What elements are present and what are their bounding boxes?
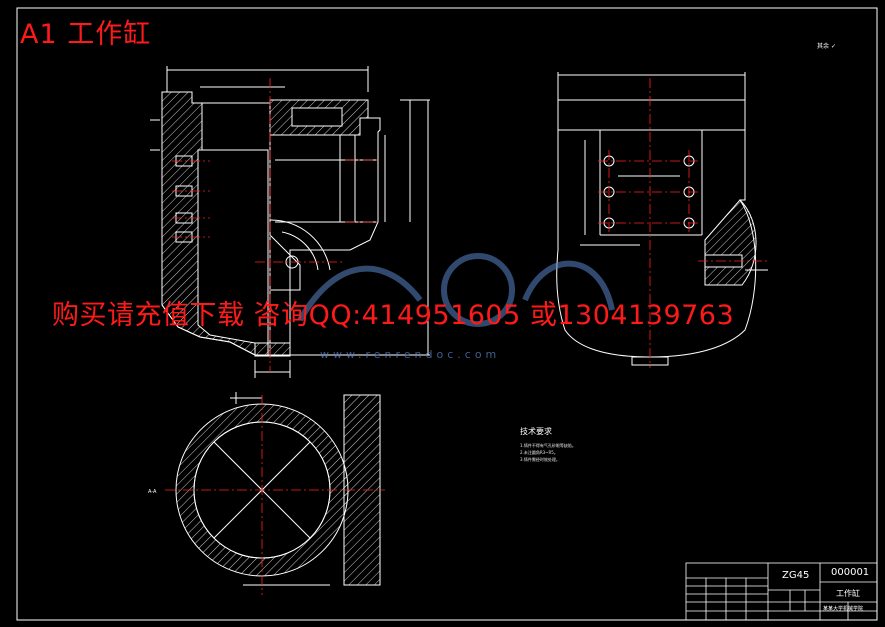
surface-roughness-note: 其余 ✓ [817,41,836,50]
roughness-check-icon: ✓ [830,43,836,50]
section-label: A-A [148,489,157,495]
watermark-site: www.renrendoc.com [320,348,500,361]
front-centerlines [172,78,378,372]
technical-notes: 技术要求 1.铸件不得有气孔砂眼等缺陷。 2.未注圆角R3~R5。 3.铸件需经… [520,426,576,463]
note-line: 2.未注圆角R3~R5。 [520,450,558,455]
top-centerlines [165,395,385,595]
material-cell: ZG45 [782,570,810,581]
watermark-text: 购买请充值下载 咨询QQ:414951605 或1304139763 [52,300,735,331]
drawing-number-cell: 000001 [831,567,870,578]
notes-heading: 技术要求 [520,427,552,436]
title-block [685,562,878,621]
watermark-logo [297,253,615,327]
note-line: 3.铸件需经时效处理。 [520,457,560,462]
page-title: A1 工作缸 [20,19,152,50]
surface-symbol-label: 其余 [817,43,830,50]
top-section-view [175,392,381,586]
school-cell: 某某大学机械学院 [823,606,864,612]
note-line: 1.铸件不得有气孔砂眼等缺陷。 [520,443,576,448]
side-centerlines [598,78,770,368]
part-name-cell: 工作缸 [836,589,860,598]
drawing-frame [16,7,878,621]
